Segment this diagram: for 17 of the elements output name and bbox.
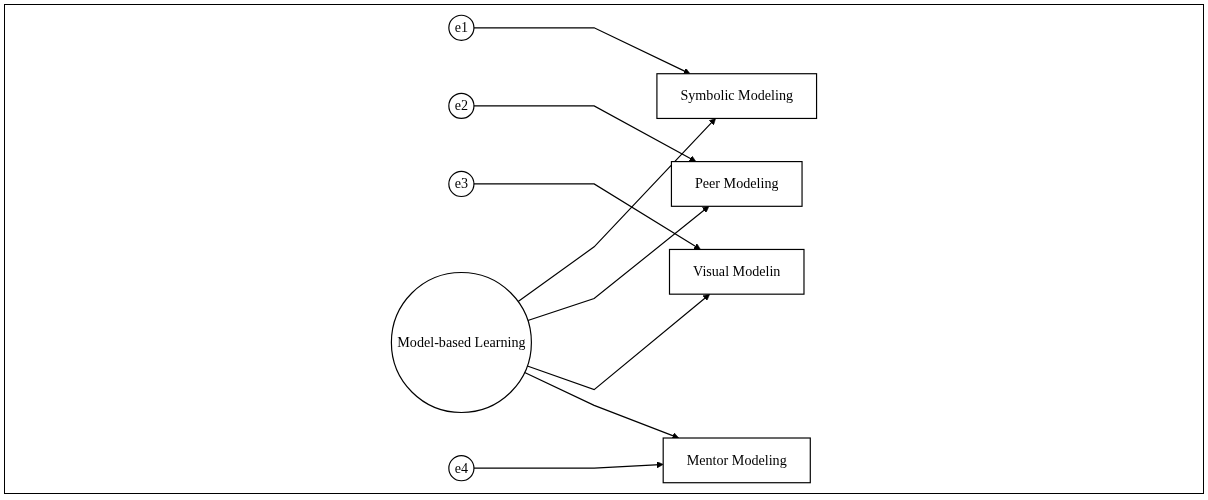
- node-box: Peer Modeling: [670, 161, 803, 207]
- node-circle: e1: [448, 14, 475, 41]
- arrow: [473, 27, 691, 75]
- node-circle: Model-based Learning: [390, 271, 532, 414]
- arrow: [527, 206, 710, 322]
- arrow: [473, 183, 701, 250]
- arrow: [526, 293, 710, 391]
- node-box: Symbolic Modeling: [656, 73, 818, 120]
- node-box: Visual Modelin: [668, 248, 805, 295]
- arrow: [524, 371, 680, 439]
- node-circle: e4: [448, 455, 475, 482]
- node-circle: e2: [448, 92, 475, 120]
- arrow: [473, 461, 664, 469]
- arrow: [517, 118, 716, 303]
- node-box: Mentor Modeling: [662, 437, 811, 484]
- node-circle: e3: [448, 170, 475, 198]
- arrow: [473, 105, 697, 162]
